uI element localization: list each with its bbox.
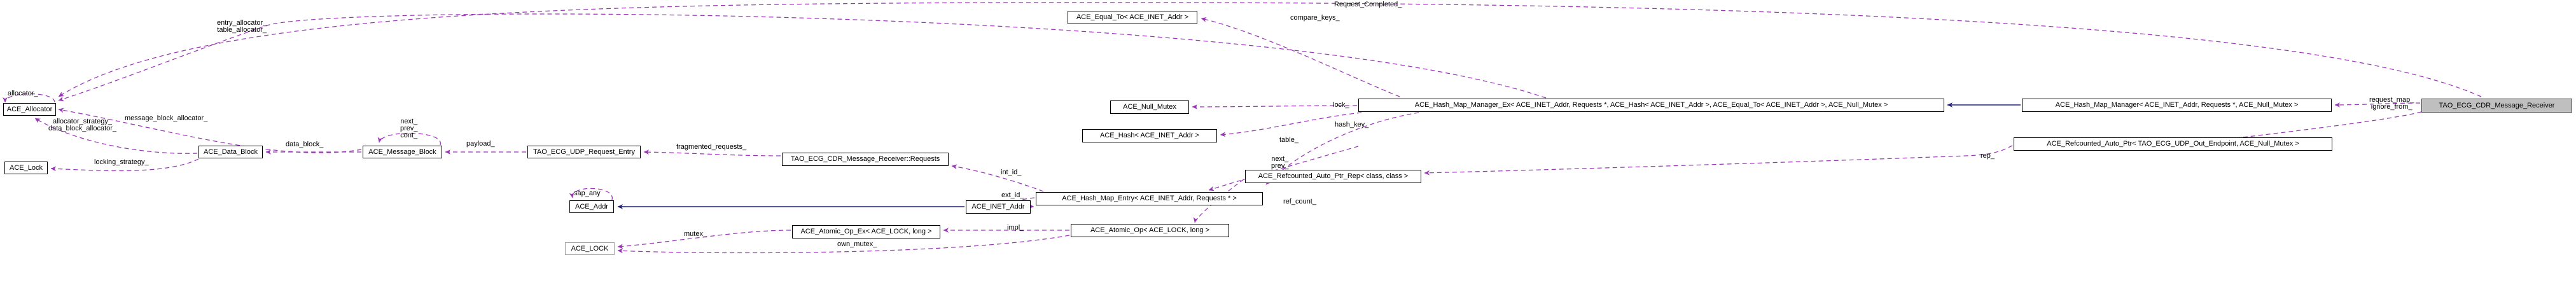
node-ace-atomic-op[interactable]: ACE_Atomic_Op< ACE_LOCK, long >: [1071, 224, 1229, 237]
node-ace-null-mutex[interactable]: ACE_Null_Mutex: [1110, 100, 1189, 114]
edge-request-completed: [58, 2, 2482, 97]
edge-label-ref-count: ref_count_: [1283, 198, 1316, 205]
edge-label-mutex: mutex_: [684, 230, 707, 238]
edge-label-lock: lock_: [1333, 101, 1349, 109]
edge-label-entry-table-allocator: entry_allocator_table_allocator_: [217, 19, 267, 34]
edge-label-fragmented-requests: fragmented_requests_: [676, 143, 747, 151]
node-ace-atomic-op-ex[interactable]: ACE_Atomic_Op_Ex< ACE_LOCK, long >: [792, 225, 940, 238]
edge-rep: [1424, 145, 2013, 176]
node-label: ACE_Equal_To< ACE_INET_Addr >: [1076, 13, 1189, 21]
edge-int-id: [951, 164, 1044, 192]
node-label: ACE_Hash_Map_Manager_Ex< ACE_INET_Addr, …: [1414, 101, 1888, 109]
edge-label-request-completed: Request_Completed_: [1334, 1, 1402, 8]
node-label: ACE_Message_Block: [368, 148, 436, 156]
node-label: ACE_Data_Block: [204, 148, 258, 156]
edge-label-next-prev-cont: next_prev_cont_: [400, 118, 418, 140]
node-label: ACE_Refcounted_Auto_Ptr_Rep< class, clas…: [1258, 172, 1409, 180]
node-label: ACE_Null_Mutex: [1123, 103, 1176, 111]
node-ace-inet-addr[interactable]: ACE_INET_Addr: [966, 200, 1031, 214]
node-ace-addr[interactable]: ACE_Addr: [569, 200, 614, 213]
node-label: ACE_Addr: [575, 202, 608, 211]
node-ace-allocator[interactable]: ACE_Allocator: [3, 103, 56, 116]
edge-label-data-block: data_block_: [286, 141, 324, 148]
node-tao-ecg-udp-request-entry[interactable]: TAO_ECG_UDP_Request_Entry: [527, 146, 641, 158]
edge-label-allocator: allocator_: [8, 90, 38, 97]
edge-label-allocator-strategy: allocator_strategy_data_block_allocator_: [48, 118, 117, 133]
node-label: ACE_Hash_Map_Entry< ACE_INET_Addr, Reque…: [1062, 195, 1237, 202]
node-ace-equal-to[interactable]: ACE_Equal_To< ACE_INET_Addr >: [1068, 11, 1197, 24]
node-ace-lock-macro[interactable]: ACE_LOCK: [565, 242, 615, 255]
edge-label-payload: payload_: [466, 140, 495, 148]
edge-ignore-from: [2213, 111, 2422, 142]
node-label: ACE_INET_Addr: [971, 203, 1025, 211]
node-label: TAO_ECG_CDR_Message_Receiver: [2439, 101, 2555, 109]
node-ace-refcounted-auto-ptr[interactable]: ACE_Refcounted_Auto_Ptr< TAO_ECG_UDP_Out…: [2014, 137, 2332, 151]
node-ace-data-block[interactable]: ACE_Data_Block: [198, 146, 263, 158]
node-ace-lock[interactable]: ACE_Lock: [4, 162, 48, 174]
node-label: ACE_LOCK: [571, 244, 609, 252]
edge-entry-table-allocator: [58, 13, 1547, 102]
edge-label-message-block-allocator: message_block_allocator_: [125, 114, 208, 122]
edge-label-rep: rep_: [1981, 152, 1995, 160]
edge-label-sap-any: sap_any: [574, 190, 601, 197]
edge-label-table: table_: [1279, 136, 1298, 144]
node-ace-hash-map-manager[interactable]: ACE_Hash_Map_Manager< ACE_INET_Addr, Req…: [2022, 99, 2332, 112]
node-label: ACE_Lock: [10, 163, 43, 172]
edge-label-next-prev: next_prev_: [1271, 155, 1289, 170]
node-receiver-requests[interactable]: TAO_ECG_CDR_Message_Receiver::Requests: [782, 153, 949, 166]
node-ace-hash-map-manager-ex[interactable]: ACE_Hash_Map_Manager_Ex< ACE_INET_Addr, …: [1358, 99, 1944, 112]
node-label: ACE_Atomic_Op_Ex< ACE_LOCK, long >: [800, 228, 932, 235]
node-label: ACE_Hash< ACE_INET_Addr >: [1100, 132, 1199, 139]
edge-fragmented-requests: [643, 149, 781, 156]
node-ace-hash-map-entry[interactable]: ACE_Hash_Map_Entry< ACE_INET_Addr, Reque…: [1036, 192, 1263, 205]
edge-label-compare-keys: compare_keys_: [1290, 14, 1340, 22]
node-label: ACE_Refcounted_Auto_Ptr< TAO_ECG_UDP_Out…: [2047, 140, 2299, 148]
node-ace-message-block[interactable]: ACE_Message_Block: [363, 146, 442, 158]
edge-label-ext-id: ext_id_: [1001, 191, 1024, 199]
edge-label-request-map-ignore-from: request_map_ignore_from_: [2369, 96, 2414, 111]
edge-label-hash-key: hash_key_: [1335, 121, 1369, 128]
node-ace-refcounted-auto-ptr-rep[interactable]: ACE_Refcounted_Auto_Ptr_Rep< class, clas…: [1245, 170, 1421, 183]
node-label: ACE_Atomic_Op< ACE_LOCK, long >: [1090, 226, 1210, 234]
node-label: TAO_ECG_UDP_Request_Entry: [533, 148, 635, 156]
edge-label-own-mutex: own_mutex_: [837, 240, 877, 248]
node-ace-hash[interactable]: ACE_Hash< ACE_INET_Addr >: [1082, 129, 1217, 142]
node-label: ACE_Hash_Map_Manager< ACE_INET_Addr, Req…: [2055, 101, 2299, 109]
edge-compare-keys: [1201, 17, 1400, 97]
node-label: TAO_ECG_CDR_Message_Receiver::Requests: [790, 155, 940, 163]
edge-label-int-id: int_id_: [1001, 169, 1022, 176]
node-label: ACE_Allocator: [6, 105, 53, 113]
node-tao-ecg-cdr-message-receiver[interactable]: TAO_ECG_CDR_Message_Receiver: [2421, 99, 2572, 113]
edge-label-locking-strategy: locking_strategy_: [94, 158, 149, 166]
edge-label-impl: impl_: [1007, 224, 1024, 231]
